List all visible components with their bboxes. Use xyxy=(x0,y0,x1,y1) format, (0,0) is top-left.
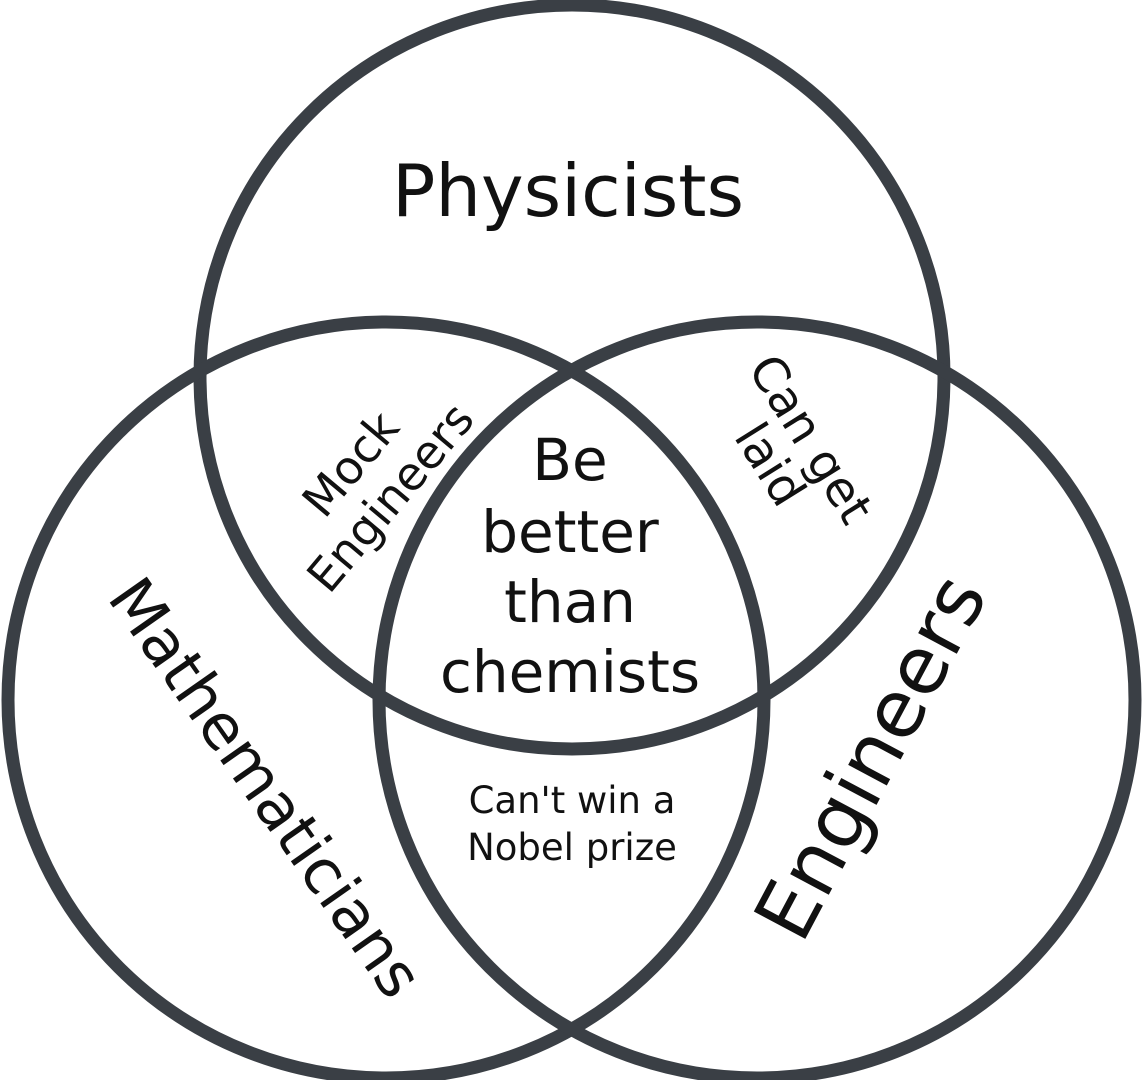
nobel-prize-label: Can't win a Nobel prize xyxy=(467,779,677,869)
nobel-prize-line-1: Can't win a xyxy=(469,779,676,822)
engineers-label: Engineers xyxy=(736,560,1005,955)
mathematicians-circle xyxy=(1,315,771,1080)
center-line-2: better xyxy=(481,498,659,566)
nobel-prize-line-2: Nobel prize xyxy=(467,826,677,869)
better-than-chemists-label: Be better than chemists xyxy=(440,426,700,706)
center-line-3: than xyxy=(504,568,636,636)
center-line-4: chemists xyxy=(440,638,700,706)
center-line-1: Be xyxy=(532,426,607,494)
physicists-label: Physicists xyxy=(392,149,744,233)
engineers-circle xyxy=(372,315,1142,1080)
